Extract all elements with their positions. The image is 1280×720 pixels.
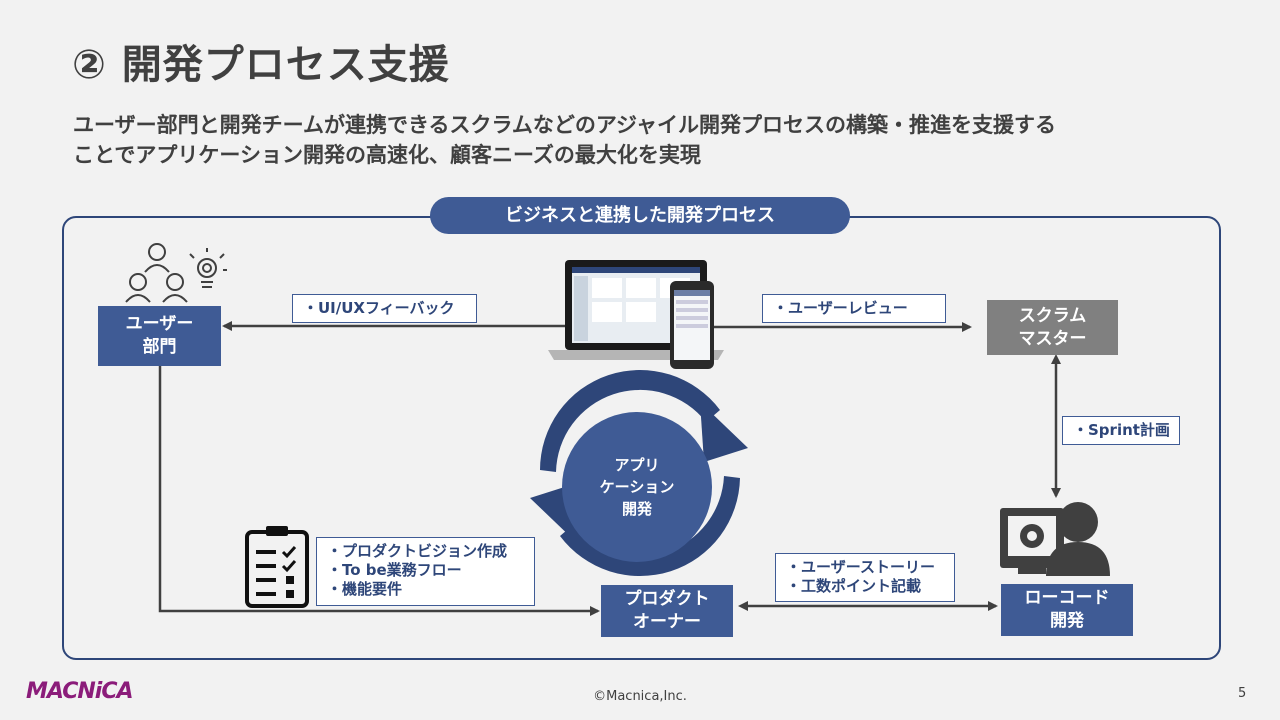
lowcode-box: ローコード 開発 (1001, 584, 1133, 636)
user-dept-line2: 部門 (142, 337, 177, 357)
vision-label: ・プロダクトビジョン作成 ・To be業務フロー ・機能要件 (316, 537, 535, 606)
lowcode-line2: 開発 (1050, 611, 1084, 631)
lowcode-line1: ローコード (1024, 588, 1110, 608)
product-owner-line2: オーナー (633, 612, 701, 632)
users-lightbulb-icon (125, 243, 227, 303)
scrum-master-line1: スクラム (1018, 305, 1087, 326)
vision-item-2: ・To be業務フロー (327, 561, 462, 579)
scrum-master-box: スクラム マスター (987, 300, 1118, 355)
user-dept-line1: ユーザー (125, 314, 194, 334)
subtitle-line-2: ことでアプリケーション開発の高速化、顧客ニーズの最大化を実現 (73, 143, 701, 167)
app-dev-line3: 開発 (621, 500, 652, 518)
app-dev-circle: アプリ ケーション 開発 (562, 412, 712, 562)
product-owner-box: プロダクト オーナー (601, 585, 733, 637)
vision-item-1: ・プロダクトビジョン作成 (327, 542, 508, 560)
checklist-icon (245, 526, 309, 608)
feedback-label-text: ・UI/UXフィーバック (303, 299, 455, 317)
app-dev-line2: ケーション (599, 478, 675, 496)
review-label: ・ユーザーレビュー (762, 294, 946, 323)
story-item-2: ・工数ポイント記載 (786, 577, 922, 595)
story-item-1: ・ユーザーストーリー (786, 558, 935, 576)
vision-item-3: ・機能要件 (327, 580, 403, 598)
developer-gear-icon (1000, 502, 1110, 576)
page-number: 5 (1238, 686, 1247, 701)
sprint-label: ・Sprint計画 (1062, 416, 1180, 445)
feedback-label: ・UI/UXフィーバック (292, 294, 477, 323)
sprint-label-text: ・Sprint計画 (1073, 421, 1170, 439)
app-dev-line1: アプリ (614, 456, 660, 474)
macnica-logo: MACNiCA (26, 679, 134, 704)
copyright-text: ©Macnica,Inc. (593, 689, 687, 704)
laptop-phone-icon (548, 260, 724, 369)
review-label-text: ・ユーザーレビュー (773, 299, 908, 317)
slide-subtitle: ユーザー部門と開発チームが連携できるスクラムなどのアジャイル開発プロセスの構築・… (73, 110, 1223, 170)
arrow-vision (158, 366, 600, 616)
subtitle-line-1: ユーザー部門と開発チームが連携できるスクラムなどのアジャイル開発プロセスの構築・… (73, 113, 1057, 137)
process-banner: ビジネスと連携した開発プロセス (430, 197, 850, 234)
story-label: ・ユーザーストーリー ・工数ポイント記載 (775, 553, 955, 602)
user-dept-box: ユーザー 部門 (98, 306, 221, 366)
scrum-master-line2: マスター (1018, 328, 1087, 349)
slide-title: ② 開発プロセス支援 (72, 42, 450, 88)
product-owner-line1: プロダクト (624, 589, 710, 609)
